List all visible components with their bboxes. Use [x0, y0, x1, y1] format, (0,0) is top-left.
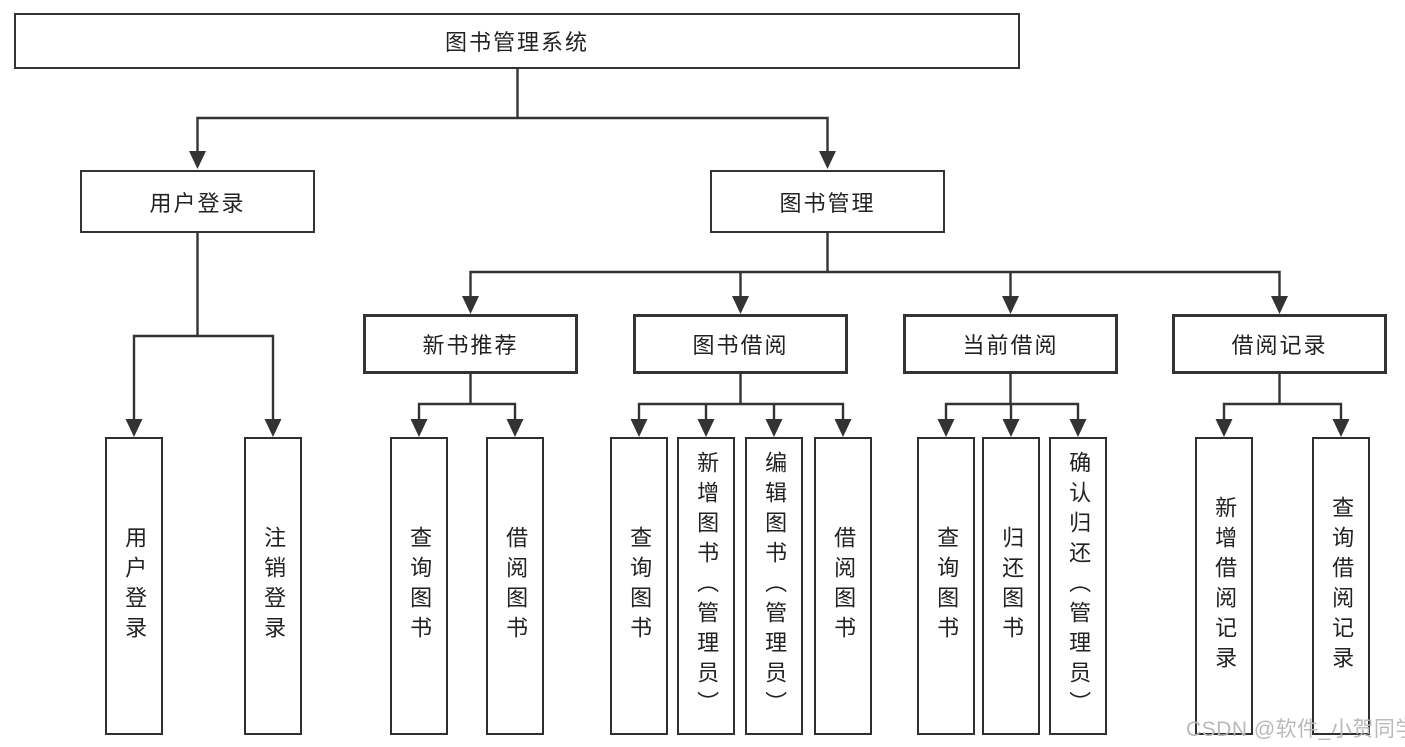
node-book-borrowing: 图书借阅: [633, 314, 848, 374]
node-label: 图书借阅: [692, 333, 789, 358]
leaf-query-books-3: 查询图书: [917, 437, 975, 735]
csdn-watermark: CSDN @软件_小贺同学: [1186, 718, 1405, 741]
node-label: 归还图书: [999, 526, 1025, 646]
node-borrowing-records: 借阅记录: [1172, 314, 1387, 374]
node-label: 编辑图书（管理员）: [762, 451, 788, 721]
connector-borrow-record-branch: [1215, 374, 1350, 437]
leaf-user-login: 用户登录: [105, 437, 163, 735]
connector-user-login-branch: [125, 233, 282, 437]
node-label: 确认归还（管理员）: [1066, 451, 1092, 721]
leaf-query-books-1: 查询图书: [390, 437, 448, 735]
leaf-logout: 注销登录: [244, 437, 302, 735]
leaf-query-borrow-record: 查询借阅记录: [1312, 437, 1370, 735]
node-label: 图书管理: [779, 190, 876, 216]
node-label: 新书推荐: [422, 333, 519, 358]
node-label: 查询借阅记录: [1329, 496, 1355, 676]
node-user-login-module: 用户登录: [80, 170, 315, 233]
node-label: 借阅图书: [503, 526, 529, 646]
connector-book-borrow-branch: [630, 374, 852, 437]
connector-root-to-level2: [189, 68, 836, 169]
node-current-borrowing: 当前借阅: [903, 314, 1118, 374]
leaf-add-books-admin: 新增图书（管理员）: [677, 437, 735, 735]
connector-current-borrow-branch: [937, 374, 1087, 437]
node-label: 新增图书（管理员）: [694, 451, 720, 721]
node-label: 注销登录: [261, 526, 287, 646]
node-label: 用户登录: [149, 190, 246, 216]
node-label: 借阅图书: [831, 526, 857, 646]
node-label: 用户登录: [122, 526, 148, 646]
node-label: 新增借阅记录: [1212, 496, 1238, 676]
leaf-query-books-2: 查询图书: [610, 437, 668, 735]
node-label: 图书管理系统: [444, 30, 589, 55]
node-label: 借阅记录: [1231, 333, 1328, 358]
leaf-confirm-return-admin: 确认归还（管理员）: [1049, 437, 1107, 735]
node-label: 查询图书: [407, 526, 433, 646]
node-library-management-system: 图书管理系统: [14, 13, 1020, 69]
node-label: 查询图书: [627, 526, 653, 646]
node-label: 当前借阅: [962, 333, 1059, 358]
connector-new-book-branch: [410, 374, 524, 437]
leaf-edit-books-admin: 编辑图书（管理员）: [745, 437, 803, 735]
node-label: 查询图书: [934, 526, 960, 646]
leaf-add-borrow-record: 新增借阅记录: [1195, 437, 1253, 735]
connector-book-management-branch: [462, 233, 1288, 314]
node-new-book-recommend: 新书推荐: [363, 314, 578, 374]
node-book-management: 图书管理: [710, 170, 945, 233]
leaf-borrow-books-2: 借阅图书: [814, 437, 872, 735]
leaf-return-books: 归还图书: [982, 437, 1040, 735]
leaf-borrow-books-1: 借阅图书: [486, 437, 544, 735]
